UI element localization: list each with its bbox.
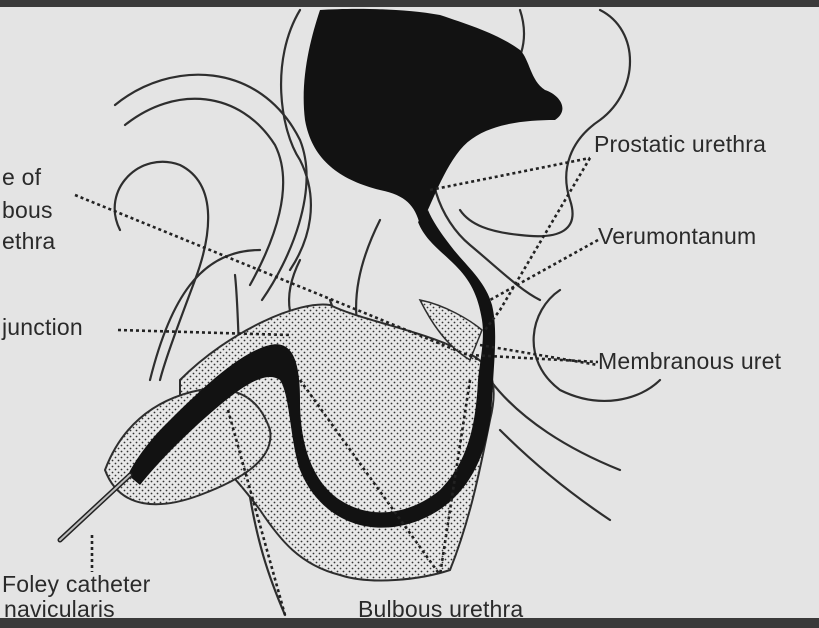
label-junction: junction [2, 316, 83, 339]
label-verumontanum: Verumontanum [598, 225, 756, 248]
label-left-line-1: e of [2, 166, 41, 189]
label-prostatic-urethra: Prostatic urethra [594, 133, 766, 156]
label-bulbous-urethra: Bulbous urethra [358, 598, 523, 621]
label-foley-catheter: Foley catheter [2, 573, 151, 596]
label-left-line-3: ethra [2, 230, 55, 253]
label-membranous-urethra: Membranous uret [598, 350, 781, 373]
top-border [0, 0, 819, 7]
label-navicularis: navicularis [4, 598, 115, 621]
catheter-highlight [60, 475, 130, 540]
label-left-line-2: bous [2, 199, 53, 222]
